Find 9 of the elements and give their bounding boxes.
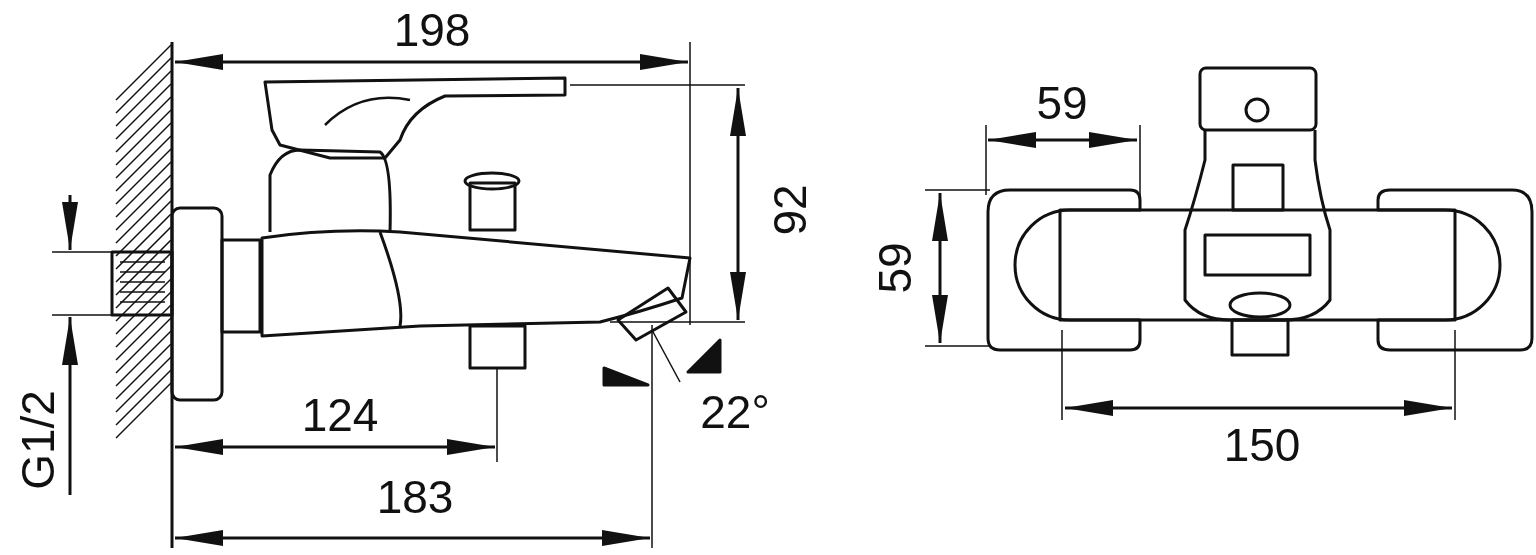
dimension-label: 198 [393, 7, 471, 53]
dimension-label: 92 [767, 184, 813, 236]
dimension-label: 59 [1036, 80, 1088, 126]
dimension-label: 150 [1223, 422, 1301, 468]
dimension-label: 22° [700, 389, 770, 435]
dimension-label: 124 [301, 392, 379, 438]
dimension-label: 59 [872, 242, 918, 294]
dimension-label: G1/2 [15, 390, 61, 490]
dimension-label: 183 [376, 474, 454, 520]
